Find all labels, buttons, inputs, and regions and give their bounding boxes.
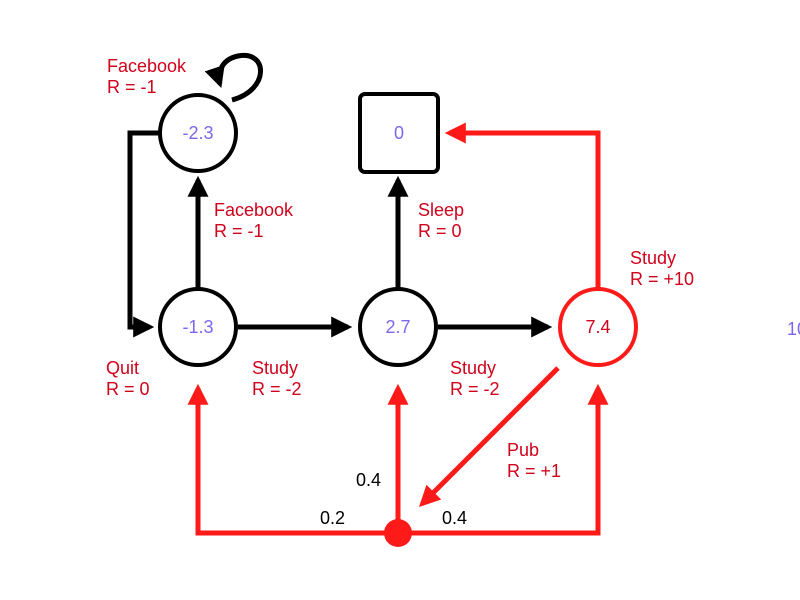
- label-facebook-up-reward: R = -1: [214, 221, 264, 241]
- state-facebook: -2.3: [158, 93, 238, 173]
- edge-facebook-to-class1: [127, 130, 160, 338]
- label-facebook-loop-reward: R = -1: [107, 77, 157, 97]
- state-value-class1: -1.3: [182, 317, 213, 337]
- state-value-offscreen: 10: [787, 319, 800, 339]
- label-study3-reward: R = +10: [630, 269, 694, 289]
- label-study3-name: Study: [630, 248, 676, 268]
- edge-class3-to-sleep: [444, 122, 601, 289]
- label-sleep-name: Sleep: [418, 200, 464, 220]
- state-value-facebook: -2.3: [182, 123, 213, 143]
- edge-pub-to-class3: [398, 383, 609, 536]
- state-value-class3: 7.4: [585, 317, 610, 337]
- state-class3: 7.4: [558, 287, 638, 367]
- label-facebook-loop-name: Facebook: [107, 56, 187, 76]
- label-quit-name: Quit: [106, 358, 139, 378]
- label-sleep-reward: R = 0: [418, 221, 462, 241]
- edge-facebook-self-loop: [204, 52, 263, 103]
- label-pub-name: Pub: [507, 440, 539, 460]
- label-facebook-up-name: Facebook: [214, 200, 294, 220]
- state-sleep: 0: [358, 92, 440, 174]
- state-class2: 2.7: [358, 287, 438, 367]
- state-class1: -1.3: [158, 287, 238, 367]
- state-value-sleep: 0: [394, 123, 404, 143]
- pub-chance-node: [384, 519, 412, 547]
- state-value-class2: 2.7: [385, 317, 410, 337]
- prob-to-class2: 0.4: [356, 470, 381, 490]
- label-study2-reward: R = -2: [450, 379, 500, 399]
- prob-to-class3: 0.4: [442, 508, 467, 528]
- edge-class3-to-pub: [419, 366, 560, 507]
- label-study1-name: Study: [252, 358, 298, 378]
- edge-pub-to-class1: [187, 383, 398, 536]
- label-quit-reward: R = 0: [106, 379, 150, 399]
- prob-to-class1: 0.2: [320, 508, 345, 528]
- label-study2-name: Study: [450, 358, 496, 378]
- label-pub-reward: R = +1: [507, 461, 561, 481]
- label-study1-reward: R = -2: [252, 379, 302, 399]
